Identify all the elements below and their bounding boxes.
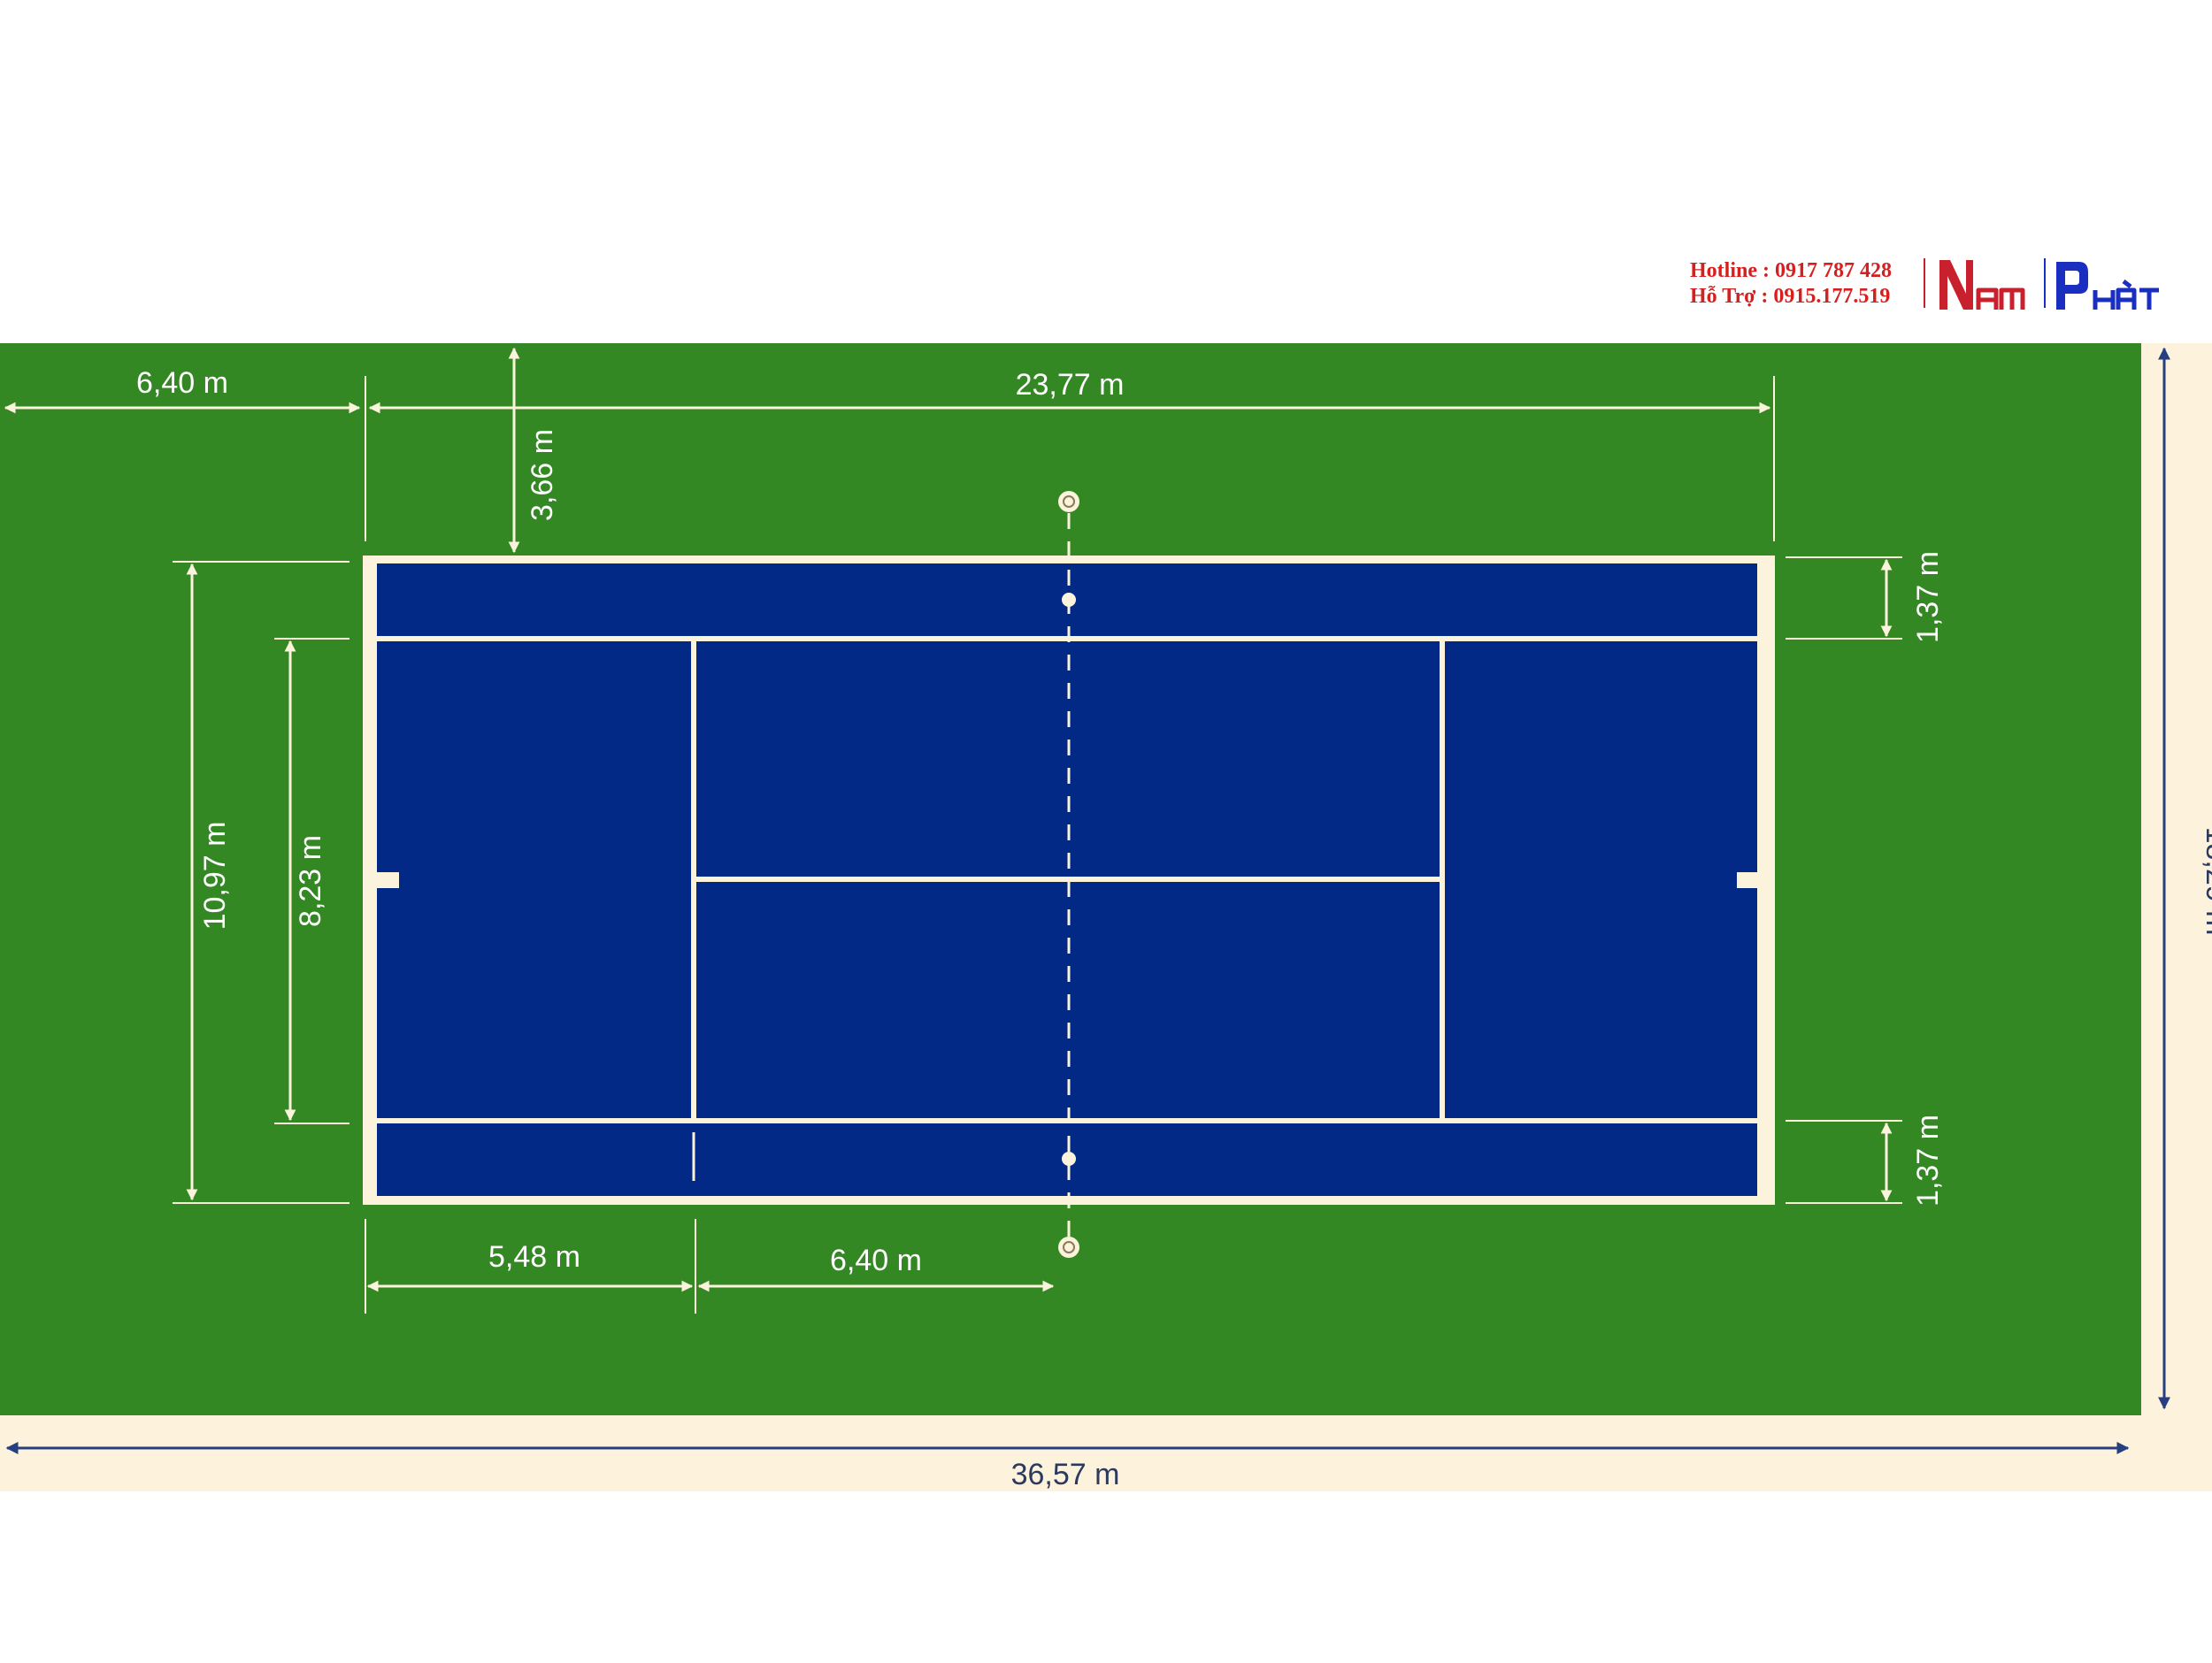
net-post-top-ring bbox=[1063, 495, 1075, 508]
label-baseline-service: 5,48 m bbox=[488, 1240, 580, 1274]
label-alley-top: 1,37 m bbox=[1911, 551, 1945, 643]
namphat-logo bbox=[1924, 258, 2159, 310]
net-post-bottom-ring bbox=[1063, 1241, 1075, 1253]
contact-info: Hotline : 0917 787 428 Hỗ Trợ : 0915.177… bbox=[1690, 258, 1911, 310]
label-back-space: 6,40 m bbox=[136, 366, 228, 400]
label-alley-bottom: 1,37 m bbox=[1911, 1115, 1945, 1207]
center-mark-left bbox=[377, 872, 399, 888]
center-mark-right bbox=[1737, 872, 1759, 888]
label-side-space: 3,66 m bbox=[526, 429, 559, 521]
court-lines bbox=[377, 636, 1757, 1181]
label-total-width: 18,29 m bbox=[2200, 827, 2212, 936]
hotline-text: Hotline : 0917 787 428 bbox=[1690, 259, 1892, 282]
outer-dimension-arrows bbox=[5, 347, 2170, 1454]
label-service-net: 6,40 m bbox=[830, 1244, 922, 1277]
singles-post-bottom bbox=[1062, 1152, 1076, 1166]
singles-post-top bbox=[1062, 593, 1076, 607]
extension-lines bbox=[173, 376, 1902, 1314]
label-total-length: 36,57 m bbox=[1011, 1458, 1120, 1491]
label-court-length: 23,77 m bbox=[1016, 368, 1125, 402]
dimension-arrows bbox=[4, 347, 1893, 1292]
net-post-bottom bbox=[1058, 1237, 1079, 1258]
label-doubles-width: 10,97 m bbox=[198, 822, 232, 931]
support-text: Hỗ Trợ : 0915.177.519 bbox=[1690, 285, 1891, 308]
net-post-top bbox=[1058, 491, 1079, 512]
label-singles-width: 8,23 m bbox=[294, 835, 327, 927]
